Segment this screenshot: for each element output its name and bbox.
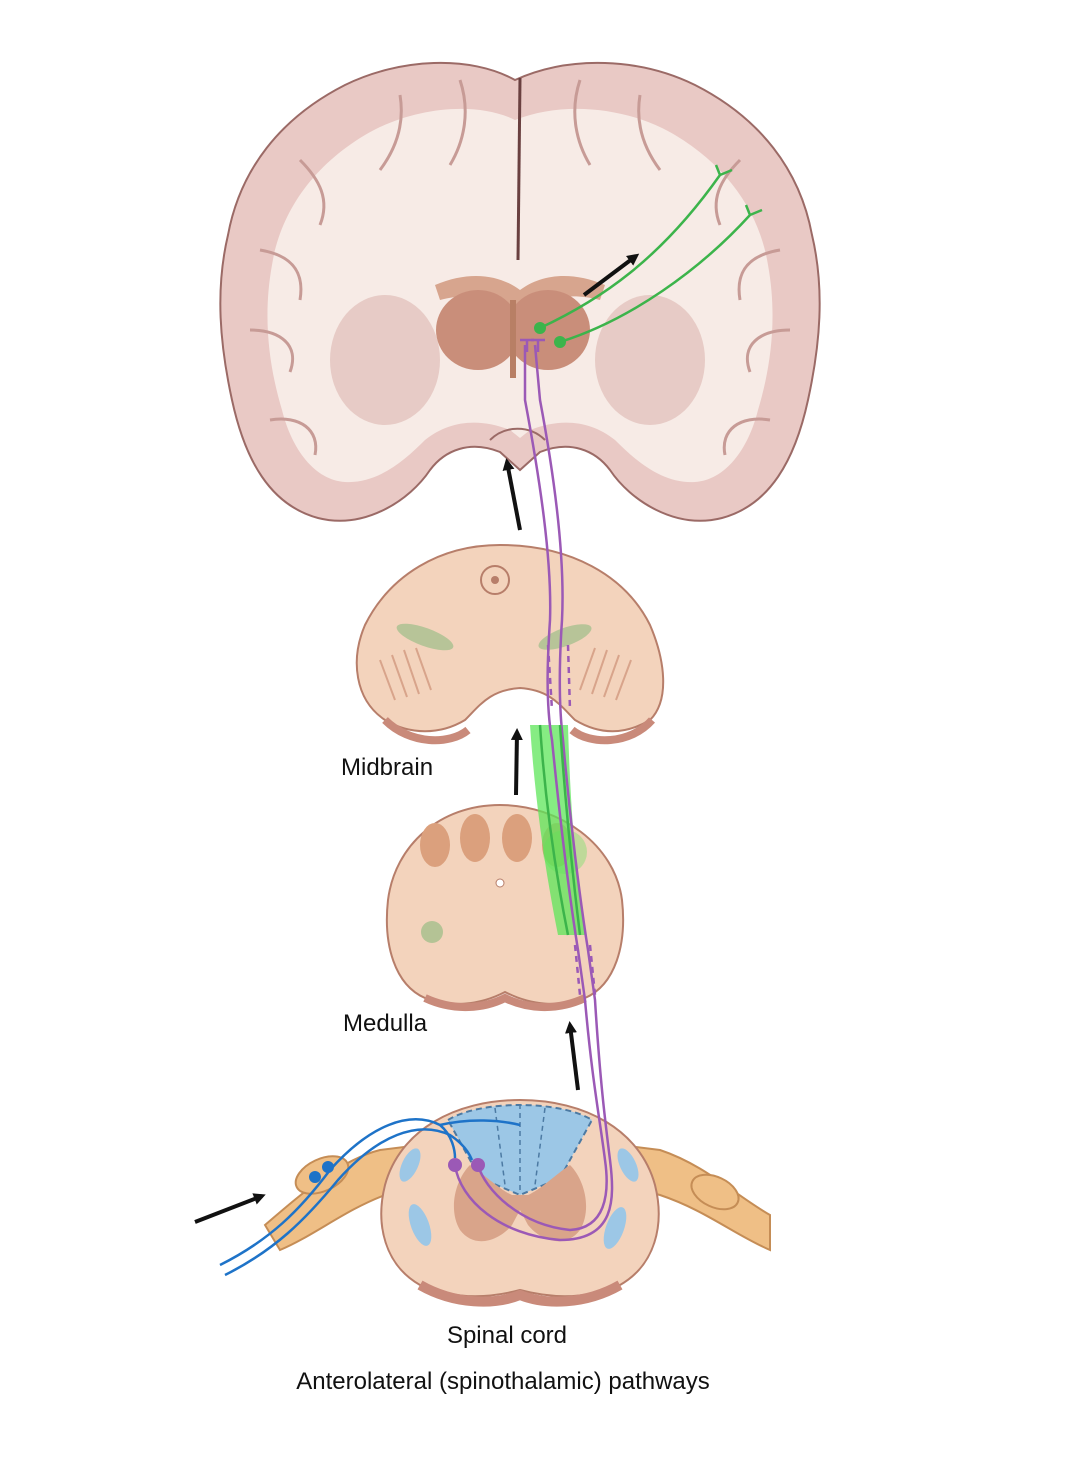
spinal-cord-label: Spinal cord (446, 1322, 568, 1349)
olive-lobe-1 (420, 823, 450, 867)
figure-caption: Anterolateral (spinothalamic) pathways (296, 1368, 710, 1395)
thalamocortical-neurons (538, 164, 763, 936)
left-ventral-tract (408, 1204, 432, 1246)
medulla-label: Medulla (343, 1010, 428, 1037)
longitudinal-fissure (516, 77, 522, 261)
second-order-cell-body-2 (471, 1158, 485, 1172)
cerebral-peduncle-hatching (379, 647, 632, 701)
arrow-into-dorsal-root (194, 1193, 266, 1224)
arrow-to-midbrain (510, 728, 523, 796)
medulla-lower-rim (423, 993, 587, 1011)
cerebrum-section (219, 61, 821, 522)
thalamocortical-axon-2 (559, 214, 751, 344)
midbrain-outline (355, 543, 665, 733)
spinothalamic-fiber-1 (453, 344, 614, 1242)
afferent-collateral (439, 1119, 521, 1127)
midbrain-label: Midbrain (341, 754, 434, 781)
midbrain-lower-rim (382, 717, 656, 745)
cortical-terminal-2 (744, 204, 763, 217)
cerebral-aqueduct (480, 565, 510, 595)
right-ventral-tract (603, 1207, 627, 1249)
thalamic-neuron-1 (534, 322, 546, 334)
olive-lobe-3 (502, 814, 532, 862)
brainstem-green-fiber-1 (538, 724, 570, 936)
left-basal-ganglia (330, 295, 440, 425)
midbrain-section (355, 543, 665, 745)
left-lateral-tract (399, 1148, 421, 1182)
medulla-section (385, 803, 625, 1011)
aqueduct-lumen (491, 576, 499, 584)
direction-arrows (194, 253, 640, 1224)
spinothalamic-dashes (546, 644, 597, 996)
right-nerve-root (619, 1143, 771, 1252)
brainstem-green-fiber-2 (558, 724, 582, 936)
left-thalamus (436, 290, 520, 370)
right-lateral-tract (617, 1148, 639, 1182)
afferent-cell-body-2 (322, 1161, 334, 1173)
central-canal-medulla (495, 878, 505, 888)
right-ganglion (690, 1173, 740, 1211)
spinal-cord-lower-rim (417, 1280, 623, 1307)
afferent-fiber-2 (224, 1128, 474, 1277)
thalamic-neuron-2 (554, 336, 566, 348)
lateral-ventricles (435, 275, 605, 310)
spinal-cord-section (263, 1098, 771, 1307)
arrow-to-medulla (565, 1021, 580, 1091)
purple-synapse-right (531, 338, 545, 352)
primary-afferent-neurons (219, 1118, 521, 1277)
hypothalamic-notch (489, 427, 546, 441)
spinothalamic-fiber-2 (476, 345, 608, 1232)
spinothalamic-tract (453, 338, 614, 1242)
right-thalamus (506, 290, 590, 370)
afferent-cell-body-1 (309, 1171, 321, 1183)
olive-lobe-2 (460, 814, 490, 862)
arrow-to-cortex (582, 253, 640, 297)
right-medial-lemniscus (538, 624, 592, 650)
cortical-terminal-1 (714, 164, 733, 177)
medullary-nucleus (421, 921, 443, 943)
cortical-gyri (249, 79, 791, 456)
thalamocortical-axon-1 (539, 174, 722, 330)
right-basal-ganglia (595, 295, 705, 425)
left-medial-lemniscus (396, 623, 454, 651)
second-order-cell-body-1 (448, 1158, 462, 1172)
arrow-to-thalamus (502, 458, 522, 531)
